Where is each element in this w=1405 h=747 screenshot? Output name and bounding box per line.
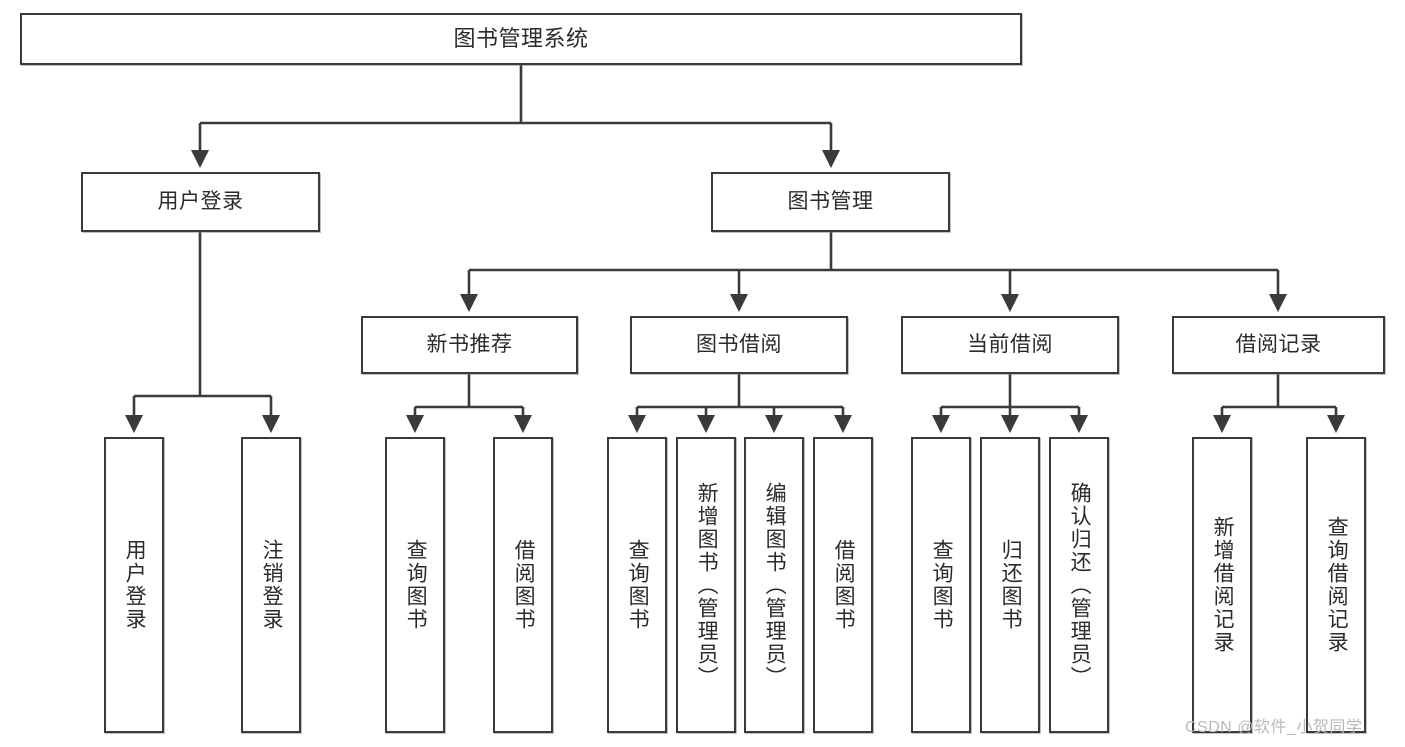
node-user-login[interactable]: 用户登录 <box>81 172 320 232</box>
leaf-current-borrow-confirm-return[interactable]: 确认归还（管理员） <box>1049 437 1109 733</box>
leaf-book-borrow-edit-label: 编辑图书（管理员） <box>763 481 787 689</box>
leaf-new-book-query-label: 查询图书 <box>404 539 428 631</box>
node-book-borrow[interactable]: 图书借阅 <box>630 316 848 374</box>
leaf-book-borrow-add[interactable]: 新增图书（管理员） <box>676 437 736 733</box>
node-current-borrow[interactable]: 当前借阅 <box>901 316 1119 374</box>
leaf-user-login-logout[interactable]: 注销登录 <box>241 437 301 733</box>
leaf-current-borrow-query-label: 查询图书 <box>930 539 954 631</box>
leaf-new-book-borrow[interactable]: 借阅图书 <box>493 437 553 733</box>
leaf-book-borrow-borrow-label: 借阅图书 <box>832 539 856 631</box>
leaf-new-book-borrow-label: 借阅图书 <box>512 539 536 631</box>
leaf-new-book-query[interactable]: 查询图书 <box>385 437 445 733</box>
leaf-book-borrow-add-label: 新增图书（管理员） <box>695 481 719 689</box>
leaf-book-borrow-query-label: 查询图书 <box>626 539 650 631</box>
node-new-book-recommend[interactable]: 新书推荐 <box>361 316 578 374</box>
node-book-management[interactable]: 图书管理 <box>711 172 950 232</box>
node-current-borrow-label: 当前借阅 <box>967 332 1053 356</box>
node-borrow-record[interactable]: 借阅记录 <box>1172 316 1385 374</box>
node-root-system-label: 图书管理系统 <box>453 26 589 52</box>
leaf-borrow-record-query-label: 查询借阅记录 <box>1325 516 1349 654</box>
leaf-book-borrow-borrow[interactable]: 借阅图书 <box>813 437 873 733</box>
leaf-current-borrow-return-label: 归还图书 <box>999 539 1023 631</box>
node-book-management-label: 图书管理 <box>787 189 874 213</box>
node-new-book-recommend-label: 新书推荐 <box>426 332 513 356</box>
leaf-current-borrow-confirm-return-label: 确认归还（管理员） <box>1068 481 1092 689</box>
leaf-user-login-logout-label: 注销登录 <box>260 539 284 631</box>
watermark-text: CSDN @软件_小贺同学 <box>1185 719 1363 736</box>
leaf-user-login-login[interactable]: 用户登录 <box>104 437 164 733</box>
node-book-borrow-label: 图书借阅 <box>696 332 782 356</box>
leaf-book-borrow-edit[interactable]: 编辑图书（管理员） <box>744 437 804 733</box>
leaf-borrow-record-query[interactable]: 查询借阅记录 <box>1306 437 1366 733</box>
leaf-borrow-record-add-label: 新增借阅记录 <box>1211 516 1235 654</box>
leaf-user-login-login-label: 用户登录 <box>123 539 147 631</box>
leaf-current-borrow-query[interactable]: 查询图书 <box>911 437 971 733</box>
leaf-borrow-record-add[interactable]: 新增借阅记录 <box>1192 437 1252 733</box>
leaf-current-borrow-return[interactable]: 归还图书 <box>980 437 1040 733</box>
node-user-login-label: 用户登录 <box>157 189 244 213</box>
leaf-book-borrow-query[interactable]: 查询图书 <box>607 437 667 733</box>
node-root-system[interactable]: 图书管理系统 <box>20 13 1022 65</box>
node-borrow-record-label: 借阅记录 <box>1235 332 1322 356</box>
